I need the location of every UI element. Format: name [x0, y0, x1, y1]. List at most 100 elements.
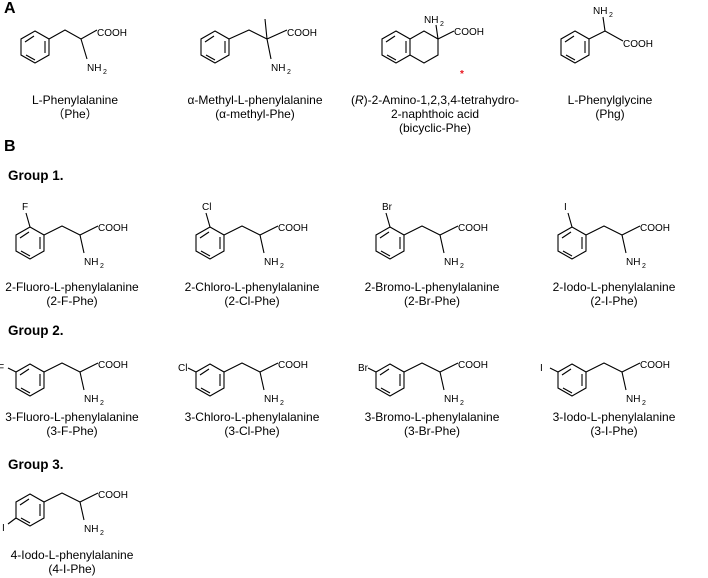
- panel-a-label: A: [4, 0, 16, 17]
- compound-name: 3-Fluoro-L-phenylalanine: [5, 410, 139, 424]
- svg-text:2: 2: [100, 400, 104, 407]
- carboxyl-label: COOH: [623, 39, 653, 50]
- amine-label: NH: [87, 63, 101, 74]
- svg-text:2: 2: [642, 400, 646, 407]
- caption-phe: L-Phenylalanine （Phe）: [0, 93, 170, 121]
- halogen-label: I: [2, 523, 5, 534]
- caption-3-i-phe: 3-Iodo-L-phenylalanine(3-I-Phe): [519, 410, 708, 438]
- carboxyl-label: COOH: [97, 28, 127, 39]
- svg-text:2: 2: [642, 263, 646, 270]
- svg-text:2: 2: [100, 530, 104, 537]
- compound-name: 3-Chloro-L-phenylalanine: [184, 410, 320, 424]
- compound-abbr: (2-F-Phe): [46, 294, 98, 308]
- svg-text:2: 2: [609, 12, 613, 19]
- halogen-label: Br: [382, 202, 393, 213]
- amine-label: NH: [424, 15, 438, 26]
- compound-name: 3-Bromo-L-phenylalanine: [364, 410, 500, 424]
- carboxyl-label: COOH: [98, 360, 128, 371]
- amine-label: NH: [626, 394, 640, 405]
- panel-b-label: B: [4, 138, 16, 155]
- amine-label: NH: [84, 394, 98, 405]
- svg-text:2: 2: [460, 263, 464, 270]
- carboxyl-label: COOH: [98, 223, 128, 234]
- halogen-label: F: [22, 202, 28, 213]
- halogen-label: I: [540, 363, 543, 374]
- amine-label: NH: [444, 257, 458, 268]
- caption-bicyclic-phe: (R)-2-Amino-1,2,3,4-tetrahydro- 2-naphth…: [340, 93, 530, 135]
- halogen-label: F: [0, 363, 4, 374]
- compound-name: (R)-2-Amino-1,2,3,4-tetrahydro-: [350, 93, 520, 107]
- compound-name: 2-Fluoro-L-phenylalanine: [5, 280, 139, 294]
- caption-3-cl-phe: 3-Chloro-L-phenylalanine(3-Cl-Phe): [157, 410, 347, 438]
- compound-abbr: (3-Br-Phe): [403, 424, 460, 438]
- amine-label: NH: [264, 257, 278, 268]
- compound-name: 2-Chloro-L-phenylalanine: [184, 280, 320, 294]
- amine-label: NH: [593, 6, 607, 17]
- caption-2-br-phe: 2-Bromo-L-phenylalanine(2-Br-Phe): [337, 280, 527, 308]
- halogen-label: I: [564, 202, 567, 213]
- compound-abbr: (2-Br-Phe): [403, 294, 460, 308]
- compound-name: L-Phenylalanine: [31, 93, 119, 107]
- compound-abbr: (2-I-Phe): [590, 294, 638, 308]
- halogen-label: Cl: [178, 363, 187, 374]
- compound-name: 2-Iodo-L-phenylalanine: [552, 280, 676, 294]
- svg-text:2: 2: [287, 69, 291, 76]
- compound-abbr: （Phe）: [52, 107, 98, 121]
- amine-label: NH: [84, 257, 98, 268]
- svg-text:2: 2: [280, 263, 284, 270]
- caption-4-i-phe: 4-Iodo-L-phenylalanine(4-I-Phe): [0, 548, 167, 576]
- compound-name: 4-Iodo-L-phenylalanine: [10, 548, 134, 562]
- caption-alpha-methyl-phe: α-Methyl-L-phenylalanine (α-methyl-Phe): [160, 93, 350, 121]
- carboxyl-label: COOH: [454, 27, 484, 38]
- compound-abbr: (4-I-Phe): [48, 562, 96, 576]
- carboxyl-label: COOH: [278, 223, 308, 234]
- compound-name: α-Methyl-L-phenylalanine: [187, 93, 323, 107]
- caption-3-br-phe: 3-Bromo-L-phenylalanine(3-Br-Phe): [337, 410, 527, 438]
- caption-phg: L-Phenylglycine (Phg): [515, 93, 705, 121]
- compound-name: 3-Iodo-L-phenylalanine: [552, 410, 676, 424]
- caption-2-i-phe: 2-Iodo-L-phenylalanine(2-I-Phe): [519, 280, 708, 308]
- svg-text:2: 2: [440, 21, 444, 28]
- group-3-label: Group 3.: [8, 457, 64, 472]
- carboxyl-label: COOH: [287, 28, 317, 39]
- carboxyl-label: COOH: [640, 223, 670, 234]
- caption-3-f-phe: 3-Fluoro-L-phenylalanine(3-F-Phe): [0, 410, 167, 438]
- carboxyl-label: COOH: [458, 360, 488, 371]
- amine-label: NH: [84, 524, 98, 535]
- carboxyl-label: COOH: [98, 490, 128, 501]
- compound-name-2: 2-naphthoic acid: [390, 107, 480, 121]
- compound-abbr: (3-Cl-Phe): [224, 424, 280, 438]
- svg-text:2: 2: [103, 69, 107, 76]
- compound-abbr: (Phg): [595, 107, 625, 121]
- compound-abbr: (2-Cl-Phe): [224, 294, 280, 308]
- svg-text:2: 2: [280, 400, 284, 407]
- amine-label: NH: [264, 394, 278, 405]
- compound-abbr: (α-methyl-Phe): [215, 107, 295, 121]
- svg-text:2: 2: [100, 263, 104, 270]
- halogen-label: Br: [358, 363, 369, 374]
- group-1-label: Group 1.: [8, 168, 64, 183]
- caption-2-f-phe: 2-Fluoro-L-phenylalanine(2-F-Phe): [0, 280, 167, 308]
- amine-label: NH: [444, 394, 458, 405]
- chiral-asterisk: *: [460, 69, 464, 80]
- carboxyl-label: COOH: [458, 223, 488, 234]
- compound-abbr: (3-F-Phe): [46, 424, 98, 438]
- halogen-label: Cl: [202, 202, 211, 213]
- amine-label: NH: [271, 63, 285, 74]
- compound-abbr: (3-I-Phe): [590, 424, 638, 438]
- amine-label: NH: [626, 257, 640, 268]
- carboxyl-label: COOH: [640, 360, 670, 371]
- compound-name: 2-Bromo-L-phenylalanine: [364, 280, 500, 294]
